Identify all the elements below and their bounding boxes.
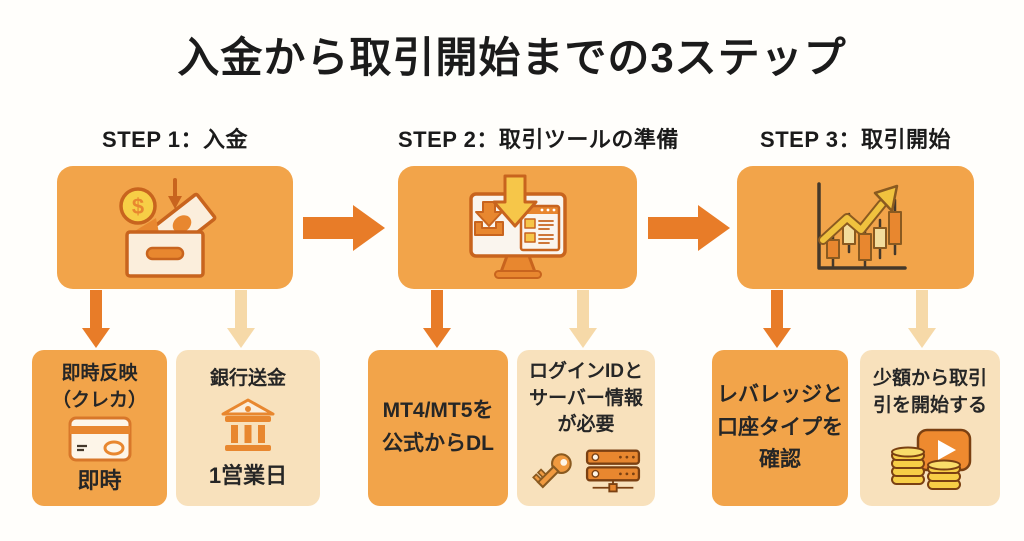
card-text-line: 口座タイプを: [717, 415, 843, 439]
step1-card-bank-transfer: 銀行送金 1営業日: [176, 350, 320, 506]
step1-header: STEP 1：入金: [102, 127, 248, 152]
step2-card-credentials: ログインIDと サーバー情報 が必要: [517, 350, 655, 506]
step1-card-credit-card: 即時反映 （クレカ） 即時: [32, 350, 167, 506]
key-server-icons: [531, 447, 641, 497]
card-text-line: （クレカ）: [51, 389, 147, 411]
card-text-line: 公式からDL: [382, 432, 494, 455]
card-text-line: ログインIDと: [528, 361, 643, 383]
coins-play-icon: [891, 428, 972, 490]
bank-icon: [221, 398, 275, 452]
step2-down-arrow-left-icon: [423, 290, 451, 348]
card-text-line: サーバー情報: [529, 387, 643, 409]
step3-down-arrow-right-icon: [908, 290, 936, 348]
key-icon: [532, 453, 572, 489]
step2-main-box: [398, 166, 637, 289]
step2-card-download: MT4/MT5を 公式からDL: [368, 350, 508, 506]
coins-icon: [891, 446, 961, 490]
step3-card-leverage: レバレッジと 口座タイプを 確認: [712, 350, 848, 506]
right-arrow-icon: [648, 205, 730, 251]
candlestick-chart-icon: [816, 181, 907, 270]
page-title: 入金から取引開始までの3ステップ: [177, 34, 847, 81]
card-text-line: 少額から取引: [872, 368, 987, 390]
download-monitor-icon: [468, 174, 567, 279]
card-footer: 1営業日: [208, 463, 288, 489]
step2-down-arrow-right-icon: [569, 290, 597, 348]
card-text-line: 確認: [759, 448, 801, 472]
card-text-line: MT4/MT5を: [382, 399, 494, 423]
card-footer: 即時: [77, 467, 122, 493]
deposit-box-icon: $: [119, 177, 217, 278]
card-text-line: 引を開始する: [872, 395, 987, 416]
right-arrow-icon: [303, 205, 385, 251]
card-text-line: が必要: [557, 414, 615, 436]
step1-down-arrow-right-icon: [227, 290, 255, 348]
step2-header: STEP 2：取引ツールの準備: [398, 127, 679, 152]
step3-header: STEP 3：取引開始: [760, 127, 951, 152]
step1-main-box: $: [57, 166, 293, 289]
step3-down-arrow-left-icon: [763, 290, 791, 348]
credit-card-icon: [68, 416, 131, 462]
card-text-line: レバレッジと: [717, 383, 843, 407]
step3-main-box: [737, 166, 974, 289]
card-text-line: 銀行送金: [209, 367, 286, 389]
server-icon: [585, 449, 641, 493]
step3-card-small-start: 少額から取引 引を開始する: [860, 350, 1000, 506]
card-text-line: 即時反映: [61, 363, 138, 385]
svg-text:$: $: [132, 194, 144, 219]
step1-down-arrow-left-icon: [82, 290, 110, 348]
